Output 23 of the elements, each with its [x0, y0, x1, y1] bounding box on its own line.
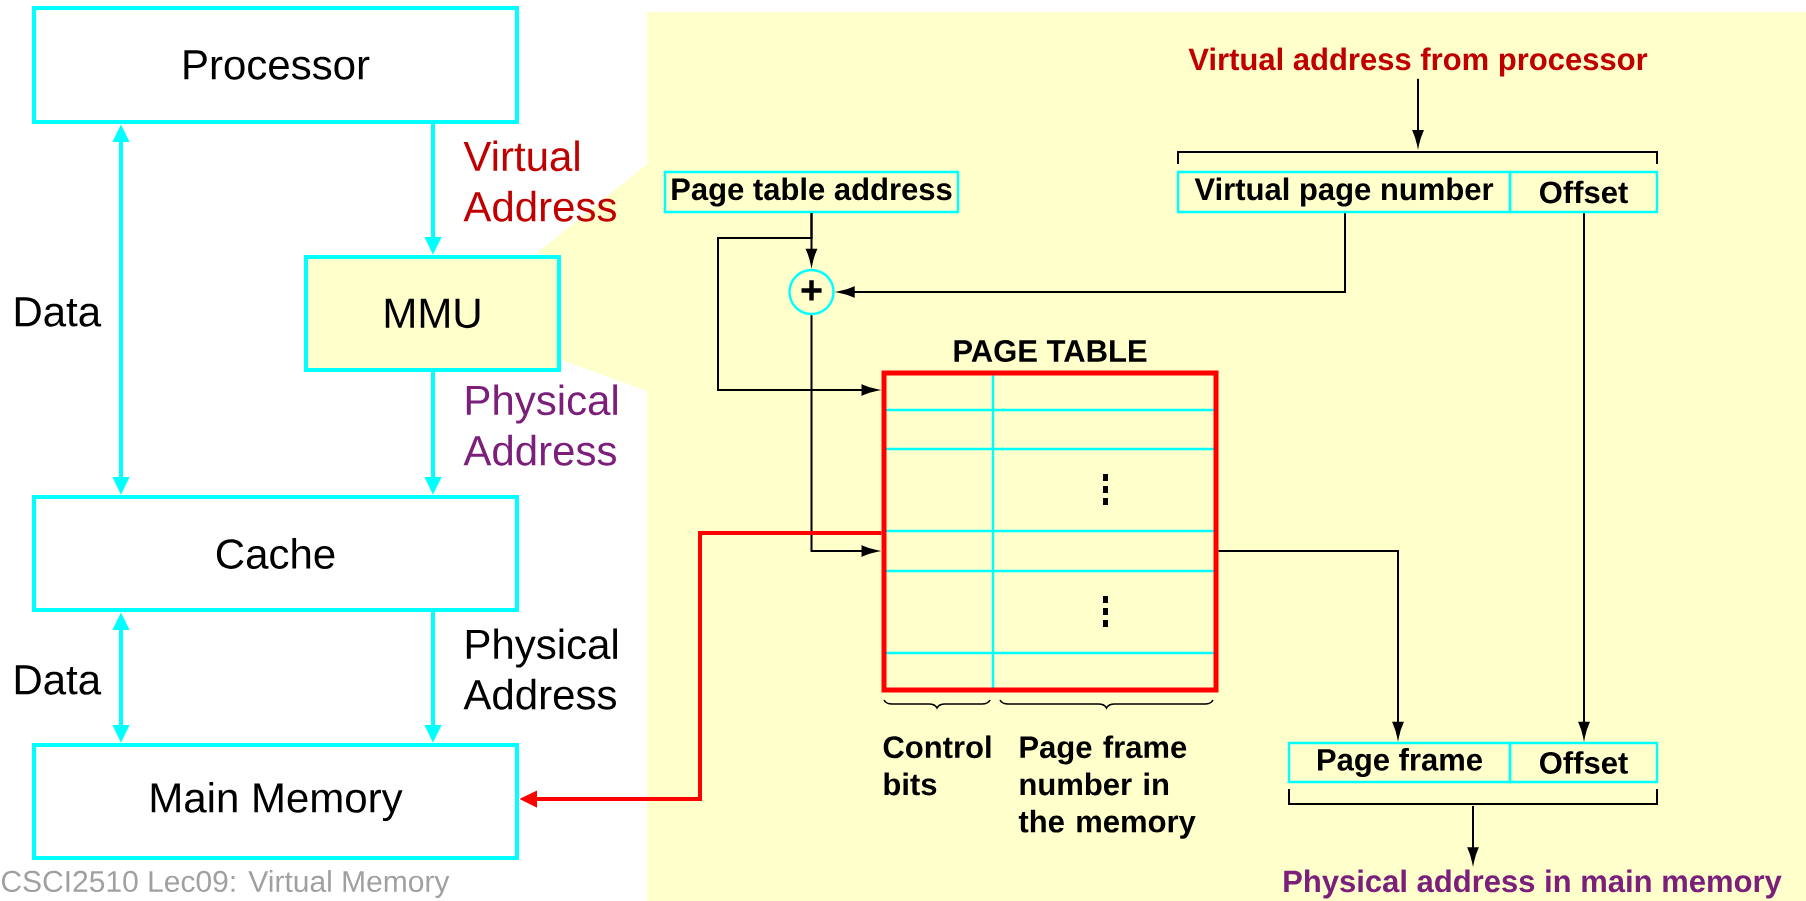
input-label: Virtual address from processor — [1188, 47, 1648, 77]
process-box: Main Memory — [32, 743, 519, 860]
edge-label: Physical Address — [463, 628, 617, 710]
arrow — [1467, 805, 1479, 864]
process-box: Processor — [32, 6, 519, 124]
arrow — [810, 314, 878, 557]
edge-label: Physical Address — [463, 384, 617, 466]
data-label: Data — [15, 297, 102, 327]
arrow — [838, 212, 1346, 298]
address-field: Offset — [1508, 741, 1659, 784]
output-label: Physical address in main memory — [1284, 869, 1782, 899]
process-box: Cache — [32, 495, 519, 612]
address-field: Offset — [1508, 170, 1659, 214]
arrow — [717, 212, 878, 396]
address-field: Virtual page number — [1176, 170, 1512, 214]
address-field: Page frame — [1287, 741, 1512, 784]
brace-label: Control bits — [883, 735, 991, 796]
brace-label: Page frame number in the memory — [1018, 735, 1196, 839]
data-label: Data — [15, 665, 102, 695]
mmu-box: MMU — [304, 255, 561, 372]
edge-label: Virtual Address — [463, 140, 616, 222]
address-field: Page table address — [663, 170, 960, 214]
table-title: PAGE TABLE — [954, 340, 1147, 362]
